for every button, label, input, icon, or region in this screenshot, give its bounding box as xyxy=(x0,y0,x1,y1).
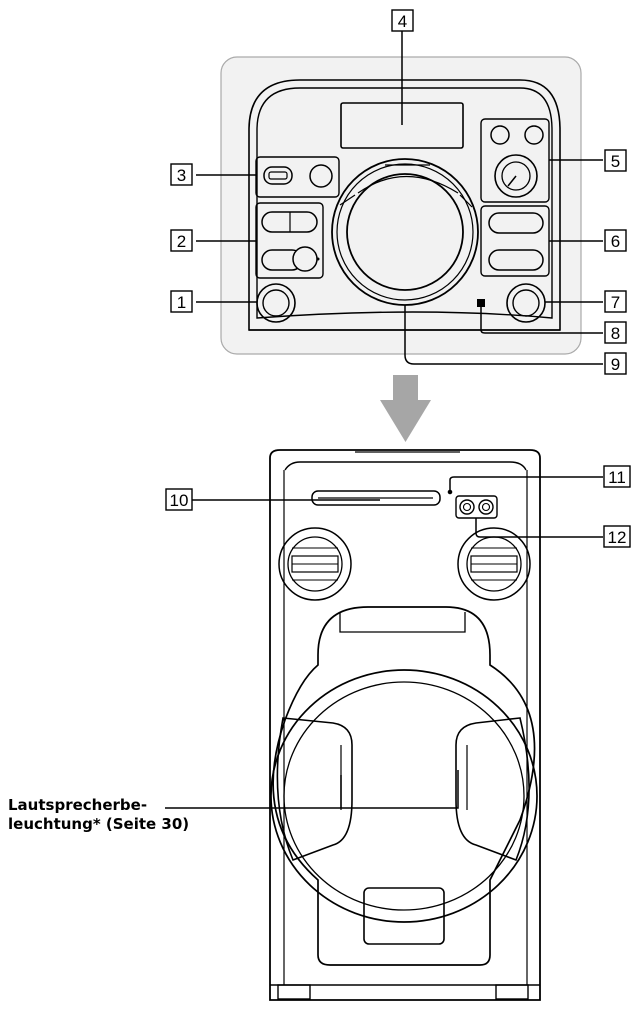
disc-slot xyxy=(311,490,441,506)
speaker-light-label: Lautsprecherbe- leuchtung* (Seite 30) xyxy=(8,796,228,834)
group3-button[interactable] xyxy=(309,164,333,188)
svg-text:9: 9 xyxy=(611,355,620,374)
callout-11: 11 xyxy=(603,465,631,488)
callout-12: 12 xyxy=(603,525,631,548)
svg-text:10: 10 xyxy=(170,491,189,510)
callout-2: 2 xyxy=(170,229,193,252)
svg-text:11: 11 xyxy=(608,468,626,487)
svg-text:3: 3 xyxy=(177,166,186,185)
callout-4: 4 xyxy=(391,9,414,32)
panel-outer-frame xyxy=(248,79,561,331)
speaker-light-right xyxy=(455,717,530,862)
control-panel xyxy=(220,56,582,355)
button-1[interactable] xyxy=(256,283,296,323)
panel-leader-lines xyxy=(196,31,603,365)
woofer-housing xyxy=(272,606,536,966)
svg-text:2: 2 xyxy=(177,232,186,251)
speaker-light-left xyxy=(276,717,353,862)
callout-9: 9 xyxy=(604,352,627,375)
callout-6: 6 xyxy=(604,229,627,252)
group2-knob[interactable] xyxy=(292,246,318,272)
group5-button-right[interactable] xyxy=(524,125,544,145)
callout-1: 1 xyxy=(170,290,193,313)
usb-port[interactable] xyxy=(263,166,293,185)
svg-text:5: 5 xyxy=(611,152,620,171)
svg-text:4: 4 xyxy=(398,12,407,31)
tweeter-right xyxy=(457,527,531,601)
callout-3: 3 xyxy=(170,163,193,186)
speaker-body xyxy=(269,449,541,1001)
speaker-light-label-line2: leuchtung* (Seite 30) xyxy=(8,815,190,833)
group6-button-bottom[interactable] xyxy=(488,249,544,271)
tweeter-left xyxy=(278,527,352,601)
down-arrow xyxy=(380,375,431,442)
group5-knob[interactable] xyxy=(494,154,538,198)
indicator-dot xyxy=(447,489,453,495)
group3-frame xyxy=(255,156,340,198)
svg-text:1: 1 xyxy=(177,293,186,312)
audio-in-jack[interactable] xyxy=(478,499,494,515)
group6-button-top[interactable] xyxy=(488,212,544,234)
callout-5: 5 xyxy=(604,149,627,172)
callout-7: 7 xyxy=(604,290,627,313)
svg-text:8: 8 xyxy=(611,324,620,343)
callout-8: 8 xyxy=(604,321,627,344)
mic-jack[interactable] xyxy=(459,499,475,515)
jack-panel xyxy=(455,495,498,519)
callout-10: 10 xyxy=(165,488,193,511)
nfc-mark xyxy=(477,299,485,307)
group5-button-left[interactable] xyxy=(490,125,510,145)
svg-text:6: 6 xyxy=(611,232,620,251)
button-7[interactable] xyxy=(506,283,546,323)
panel-inner-frame xyxy=(256,87,553,319)
svg-text:12: 12 xyxy=(608,528,627,547)
body-leader-lines xyxy=(165,476,603,809)
bass-port xyxy=(363,887,445,945)
speaker-light-label-line1: Lautsprecherbe- xyxy=(8,796,148,814)
svg-text:7: 7 xyxy=(611,293,620,312)
